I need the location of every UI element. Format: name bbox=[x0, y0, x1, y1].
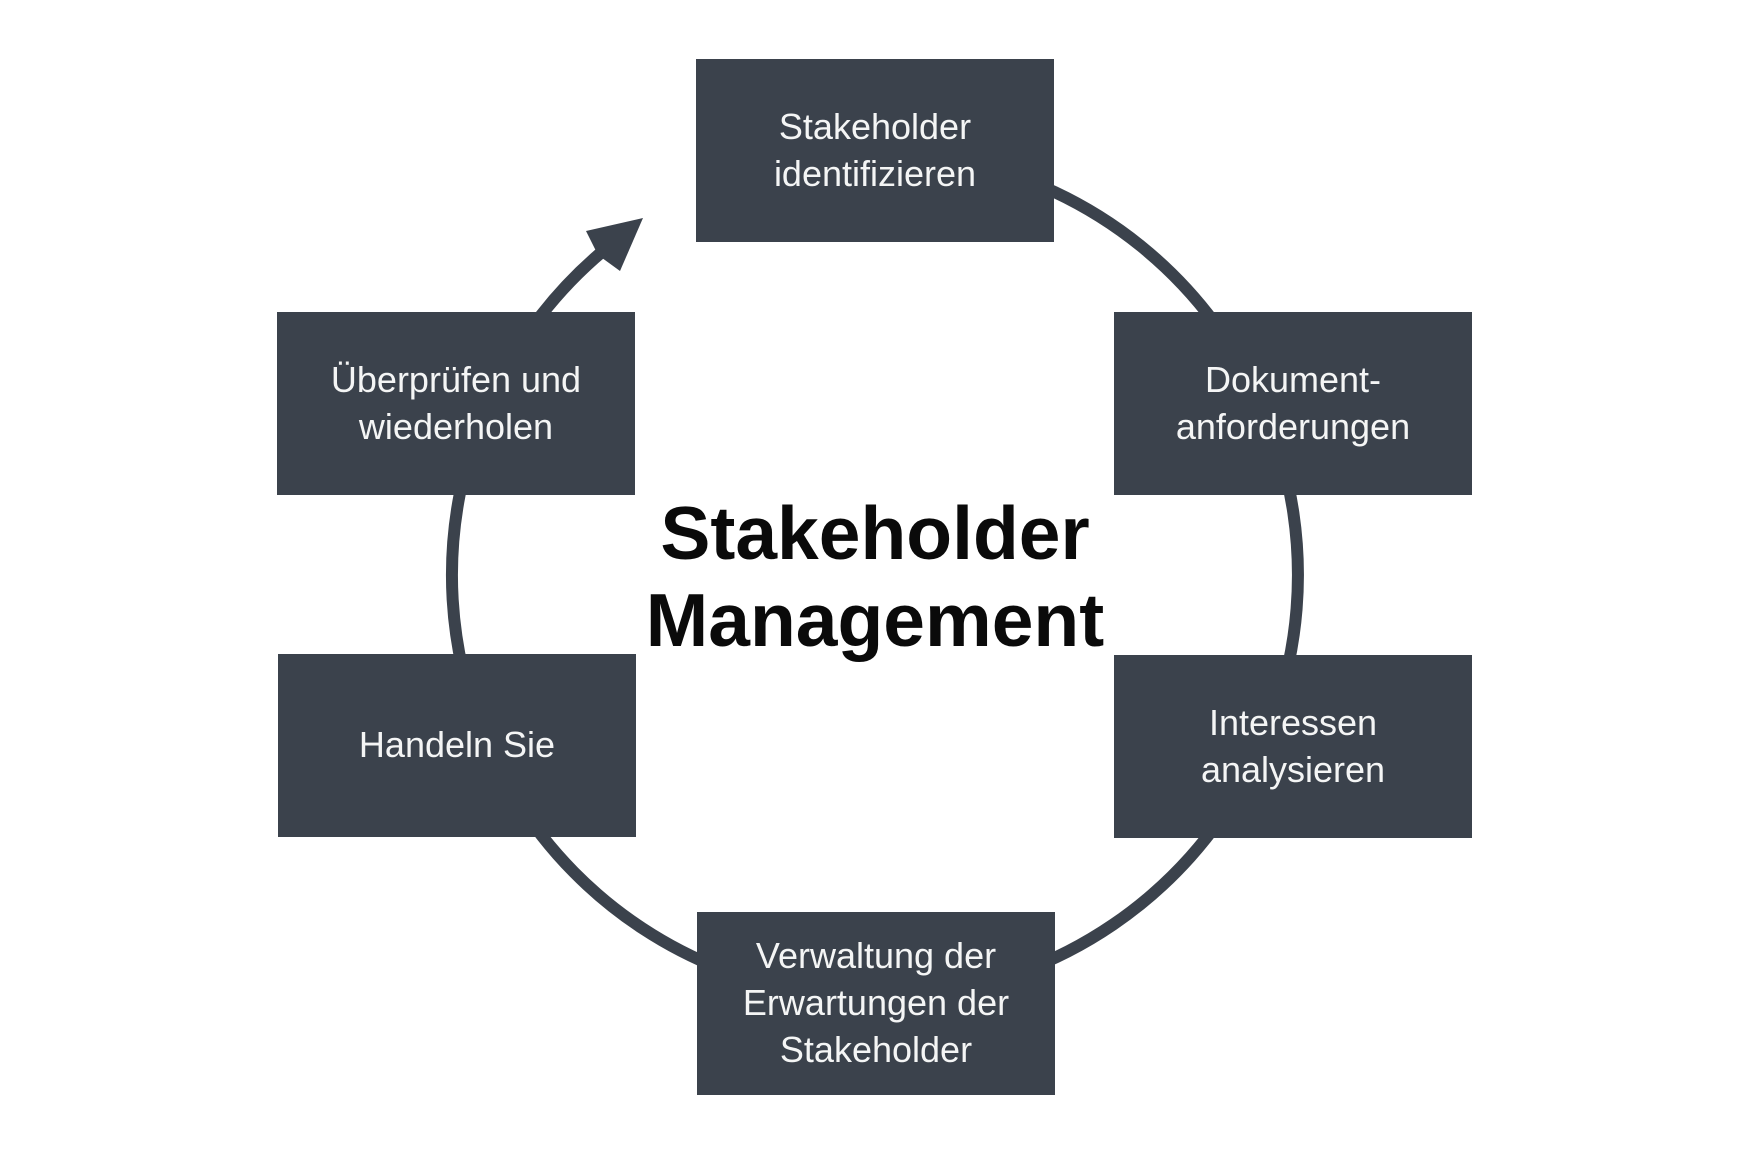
cycle-step-interessen-analysieren: Interessen analysieren bbox=[1114, 655, 1472, 838]
arrowhead-icon bbox=[586, 218, 643, 271]
cycle-step-dokumentanforderungen: Dokument- anforderungen bbox=[1114, 312, 1472, 495]
cycle-step-ueberpruefen-und-wiederholen: Überprüfen und wiederholen bbox=[277, 312, 635, 495]
cycle-step-verwaltung-der-erwartungen: Verwaltung der Erwartungen der Stakehold… bbox=[697, 912, 1055, 1095]
cycle-step-stakeholder-identifizieren: Stakeholder identifizieren bbox=[696, 59, 1054, 242]
diagram-title: Stakeholder Management bbox=[645, 491, 1105, 662]
cycle-step-handeln-sie: Handeln Sie bbox=[278, 654, 636, 837]
